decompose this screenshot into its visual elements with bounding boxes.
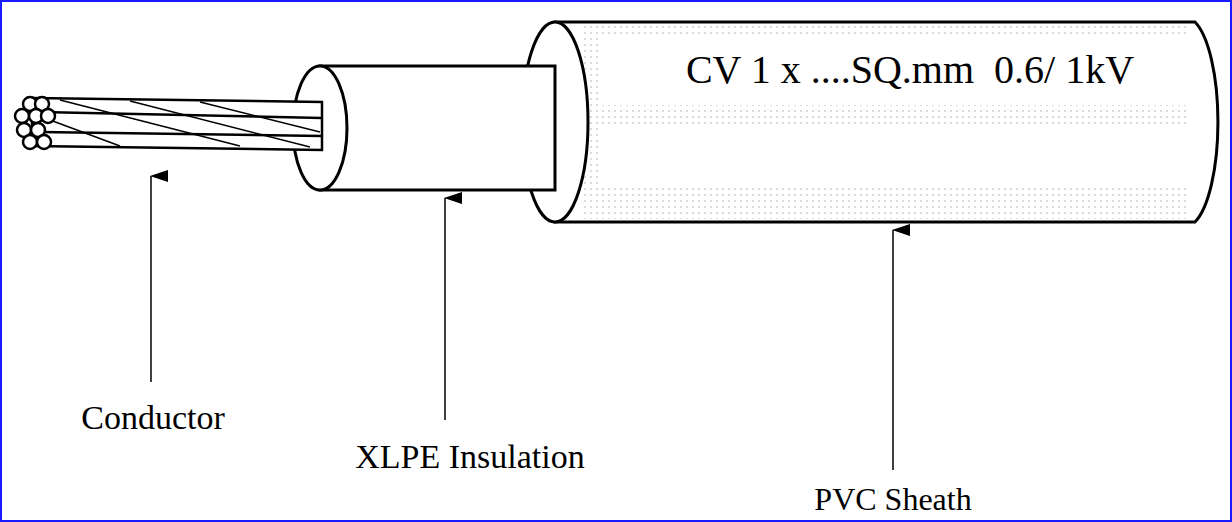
cable-marking: CV 1 x ....SQ.mm 0.6/ 1kV <box>686 48 1134 92</box>
pvc-sheath <box>522 22 1218 222</box>
part-label: Conductor <box>81 399 225 436</box>
xlpe-insulation <box>293 66 555 190</box>
conductor-strands <box>15 97 322 150</box>
part-label: XLPE Insulation <box>355 438 584 475</box>
leader-arrows <box>151 176 893 470</box>
part-label: PVC Sheath <box>814 482 971 517</box>
